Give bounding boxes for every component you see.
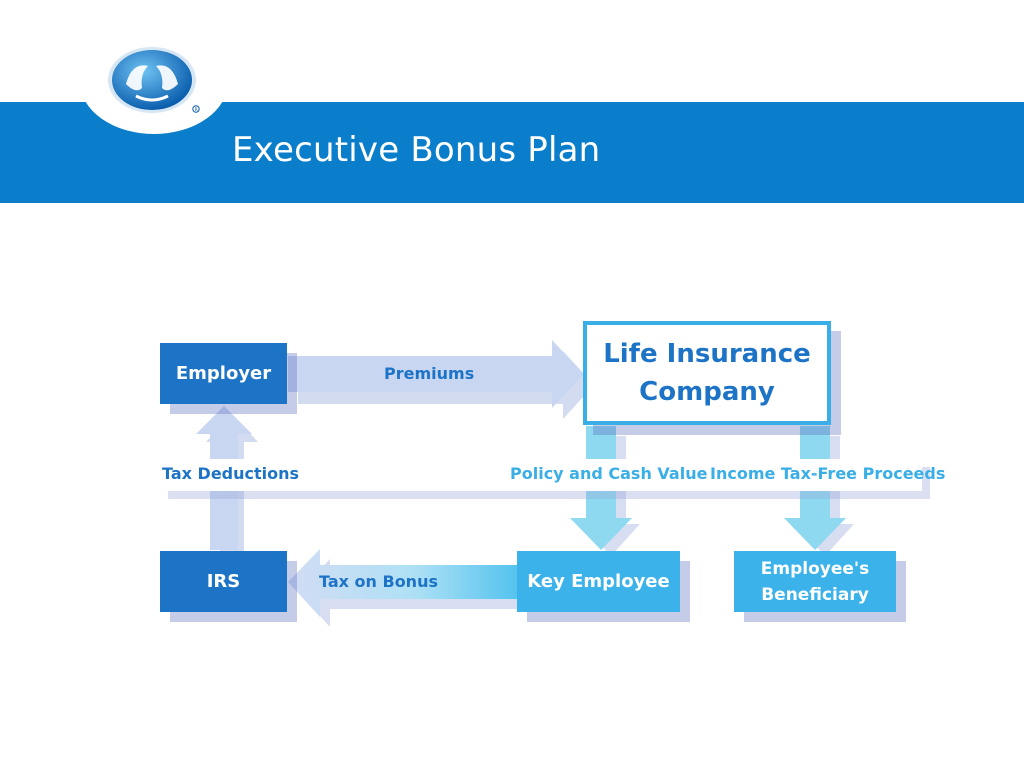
policy-cash-value-label: Policy and Cash Value xyxy=(510,464,708,483)
allstate-logo: R xyxy=(108,47,200,113)
life-insurance-company-box: Life Insurance Company xyxy=(583,321,831,425)
premiums-arrow xyxy=(288,340,584,408)
employer-label: Employer xyxy=(175,363,272,384)
tax-deductions-label: Tax Deductions xyxy=(162,464,300,483)
tax-on-bonus-label: Tax on Bonus xyxy=(319,572,438,591)
beneficiary-label: Employee's Beneficiary xyxy=(760,558,870,605)
premiums-label: Premiums xyxy=(384,364,475,383)
income-tax-free-label: Income Tax-Free Proceeds xyxy=(710,464,946,483)
irs-box: IRS xyxy=(160,551,287,612)
key-employee-box: Key Employee xyxy=(517,551,680,612)
page-title: Executive Bonus Plan xyxy=(232,130,601,170)
life-insurance-company-label: Life Insurance Company xyxy=(603,339,811,407)
svg-text:R: R xyxy=(195,107,198,113)
key-employee-label: Key Employee xyxy=(527,571,670,592)
label-band xyxy=(160,459,922,491)
irs-label: IRS xyxy=(206,571,241,592)
tax-on-bonus-arrow xyxy=(288,549,518,617)
beneficiary-box: Employee's Beneficiary xyxy=(734,551,896,612)
employer-box: Employer xyxy=(160,343,287,404)
